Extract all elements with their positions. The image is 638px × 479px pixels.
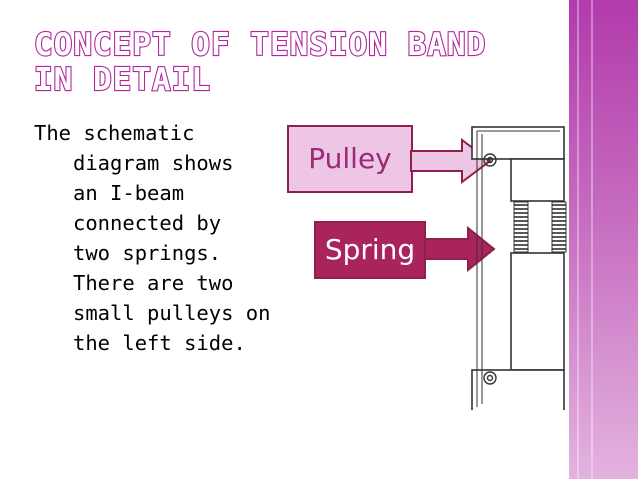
description-line: The schematic [34,121,195,145]
top-flange [471,126,565,160]
lower-web [510,252,565,371]
description-text: The schematic diagram shows an I-beam co… [34,118,314,358]
pulley-arrow [410,138,492,184]
pulley-bottom [483,371,497,385]
description-line: diagram shows [73,151,234,175]
description-line: small pulleys on [73,301,271,325]
spring-right [551,201,567,253]
description-paragraph: The schematic diagram shows an I-beam co… [34,118,314,358]
i-beam-diagram [471,126,567,410]
description-line: the left side. [73,331,246,355]
slide-title: Concept of tension band in detail [33,26,487,98]
decorative-stripe [591,0,593,479]
description-line: an I-beam [73,181,185,205]
decorative-stripe [577,0,579,479]
spring-label-box: Spring [314,221,426,279]
upper-web [510,158,565,202]
description-line: connected by [73,211,222,235]
bottom-flange [471,369,565,410]
decorative-side-band [569,0,638,479]
spring-left [513,201,529,253]
pulley-top [483,153,497,167]
description-line: two springs. [73,241,222,265]
pulley-label-box: Pulley [287,125,413,193]
description-line: There are two [73,271,234,295]
